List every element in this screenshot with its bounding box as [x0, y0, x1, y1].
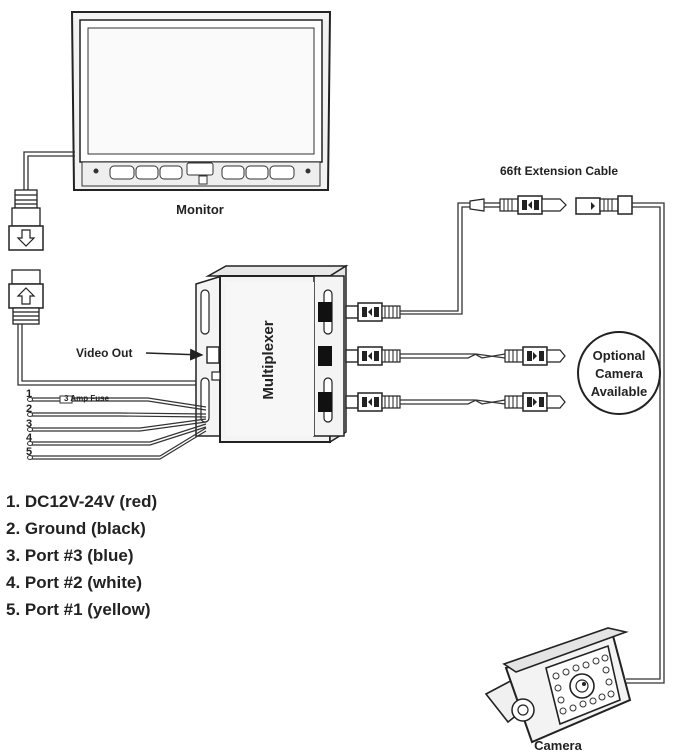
monitor-cable [23, 151, 75, 190]
power-wires [30, 397, 207, 460]
wire-number-1: 1 [26, 388, 32, 400]
rca-end-port-3 [504, 392, 566, 412]
video-cable [17, 324, 212, 386]
video-out-arrow [145, 348, 204, 361]
wire-legend: 1. DC12V-24V (red) 2. Ground (black) 3. … [6, 488, 157, 623]
legend-item-1: 1. DC12V-24V (red) [6, 492, 158, 511]
wire-number-3: 3 [26, 418, 32, 430]
rca-plug-port-3 [345, 392, 401, 412]
port-1-cable [400, 202, 470, 312]
wire-number-5: 5 [26, 446, 32, 458]
wire-numbers: 1 2 3 4 5 [26, 388, 33, 458]
fuse-holder [59, 395, 73, 404]
port-2-cable [400, 353, 506, 359]
wire-number-4: 4 [26, 432, 33, 444]
arrow-down-icon [16, 229, 36, 247]
rca-plug-port-1 [345, 302, 401, 322]
monitor-buttons [93, 162, 311, 185]
arrow-up-icon [16, 287, 36, 305]
legend-item-4: 4. Port #2 (white) [6, 573, 143, 592]
optional-label-line1: Optional [593, 348, 646, 363]
wire-number-2: 2 [26, 403, 32, 415]
video-out-label: Video Out [76, 346, 132, 360]
rca-plug-port-2 [345, 346, 401, 366]
port-3-cable [400, 399, 506, 405]
power-wire-ends [27, 397, 33, 460]
rca-end-port-2 [504, 346, 566, 366]
multiplexer-label: Multiplexer [260, 320, 277, 399]
multiplexer-connector-left [8, 269, 44, 325]
camera-label: Camera [534, 738, 582, 753]
monitor: Monitor [70, 11, 332, 217]
legend-item-3: 3. Port #3 (blue) [6, 546, 134, 565]
monitor-connector-top [8, 189, 44, 251]
legend-item-5: 5. Port #1 (yellow) [6, 600, 151, 619]
extension-cable-label: 66ft Extension Cable [500, 164, 618, 178]
legend-item-2: 2. Ground (black) [6, 519, 146, 538]
video-out-jack [206, 346, 220, 364]
extension-cable [469, 195, 665, 684]
optional-label-line3: Available [591, 384, 648, 399]
camera: Camera [484, 627, 632, 753]
monitor-label: Monitor [176, 202, 224, 217]
fuse-label: 3 Amp Fuse [64, 394, 110, 403]
optional-camera-badge: Optional Camera Available [577, 331, 661, 415]
optional-label-line2: Camera [595, 366, 643, 381]
multiplexer: Multiplexer [195, 264, 349, 444]
